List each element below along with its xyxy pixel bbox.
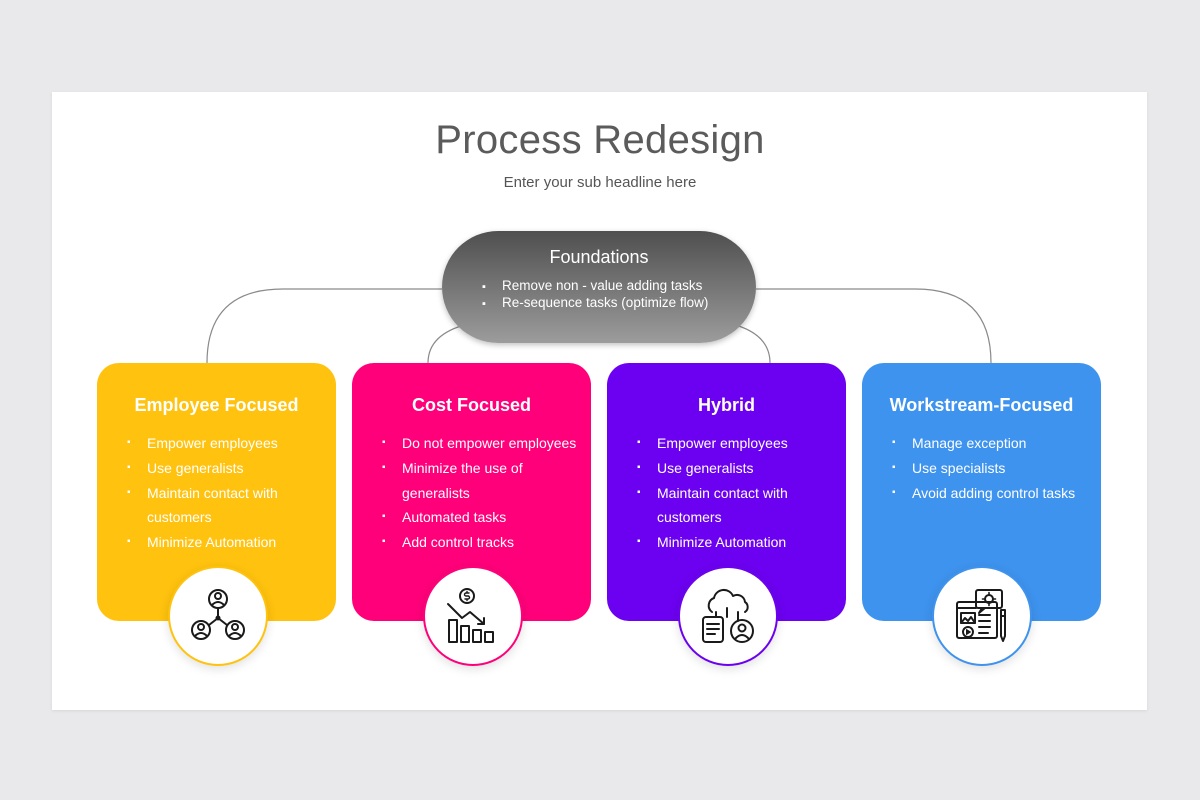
- page-title: Process Redesign: [435, 118, 765, 162]
- card-list-item: Use generalists: [127, 456, 328, 481]
- connector-hybrid: [731, 323, 771, 364]
- card-list-item: Empower employees: [637, 431, 838, 456]
- card-list-item: Empower employees: [127, 431, 328, 456]
- card-list-item: Maintain contact with customers: [637, 481, 838, 531]
- card-title: Employee Focused: [134, 395, 299, 415]
- icon-badge-workstream: [932, 566, 1032, 666]
- card-list-item: Do not empower employees: [382, 431, 583, 456]
- connector-workstream: [756, 288, 992, 364]
- card-list-item: Add control tracks: [382, 530, 583, 555]
- card-list-item: Maintain contact with customers: [127, 481, 328, 531]
- card-list-item: Automated tasks: [382, 505, 583, 530]
- card-list-item: Minimize Automation: [127, 530, 328, 555]
- card-list-item: Use specialists: [892, 456, 1093, 481]
- foundations-list: Remove non - value adding tasks Re-seque…: [482, 278, 708, 312]
- foundations-item: Remove non - value adding tasks: [482, 278, 708, 295]
- card-list-item: Use generalists: [637, 456, 838, 481]
- card-list: Empower employees Use generalists Mainta…: [637, 431, 838, 555]
- people-network-icon: [191, 589, 245, 640]
- page-subtitle: Enter your sub headline here: [503, 174, 697, 191]
- card-cost-focused: Cost Focused Do not empower employees Mi…: [352, 363, 591, 621]
- connector-employee: [206, 288, 442, 364]
- card-list-item: Minimize the use of generalists: [382, 456, 583, 506]
- foundations-item: Re-sequence tasks (optimize flow): [482, 295, 708, 312]
- card-title: Cost Focused: [411, 395, 531, 415]
- card-list: Do not empower employees Minimize the us…: [382, 431, 583, 555]
- icon-badge-cost: [423, 566, 523, 666]
- cloud-user-device-icon: [702, 588, 754, 643]
- foundations-title: Foundations: [549, 247, 649, 267]
- card-list-item: Minimize Automation: [637, 530, 838, 555]
- card-list: Manage exception Use specialists Avoid a…: [892, 431, 1093, 505]
- icon-badge-employee: [168, 566, 268, 666]
- foundations-box: Foundations Remove non - value adding ta…: [442, 231, 756, 343]
- card-list: Empower employees Use generalists Mainta…: [127, 431, 328, 555]
- card-list-item: Manage exception: [892, 431, 1093, 456]
- card-title: Hybrid: [697, 395, 755, 415]
- card-title: Workstream-Focused: [889, 395, 1074, 415]
- card-list-item: Avoid adding control tasks: [892, 481, 1093, 506]
- cost-decline-chart-icon: [447, 588, 494, 643]
- icon-badge-hybrid: [678, 566, 778, 666]
- workflow-media-icon: [956, 589, 1006, 642]
